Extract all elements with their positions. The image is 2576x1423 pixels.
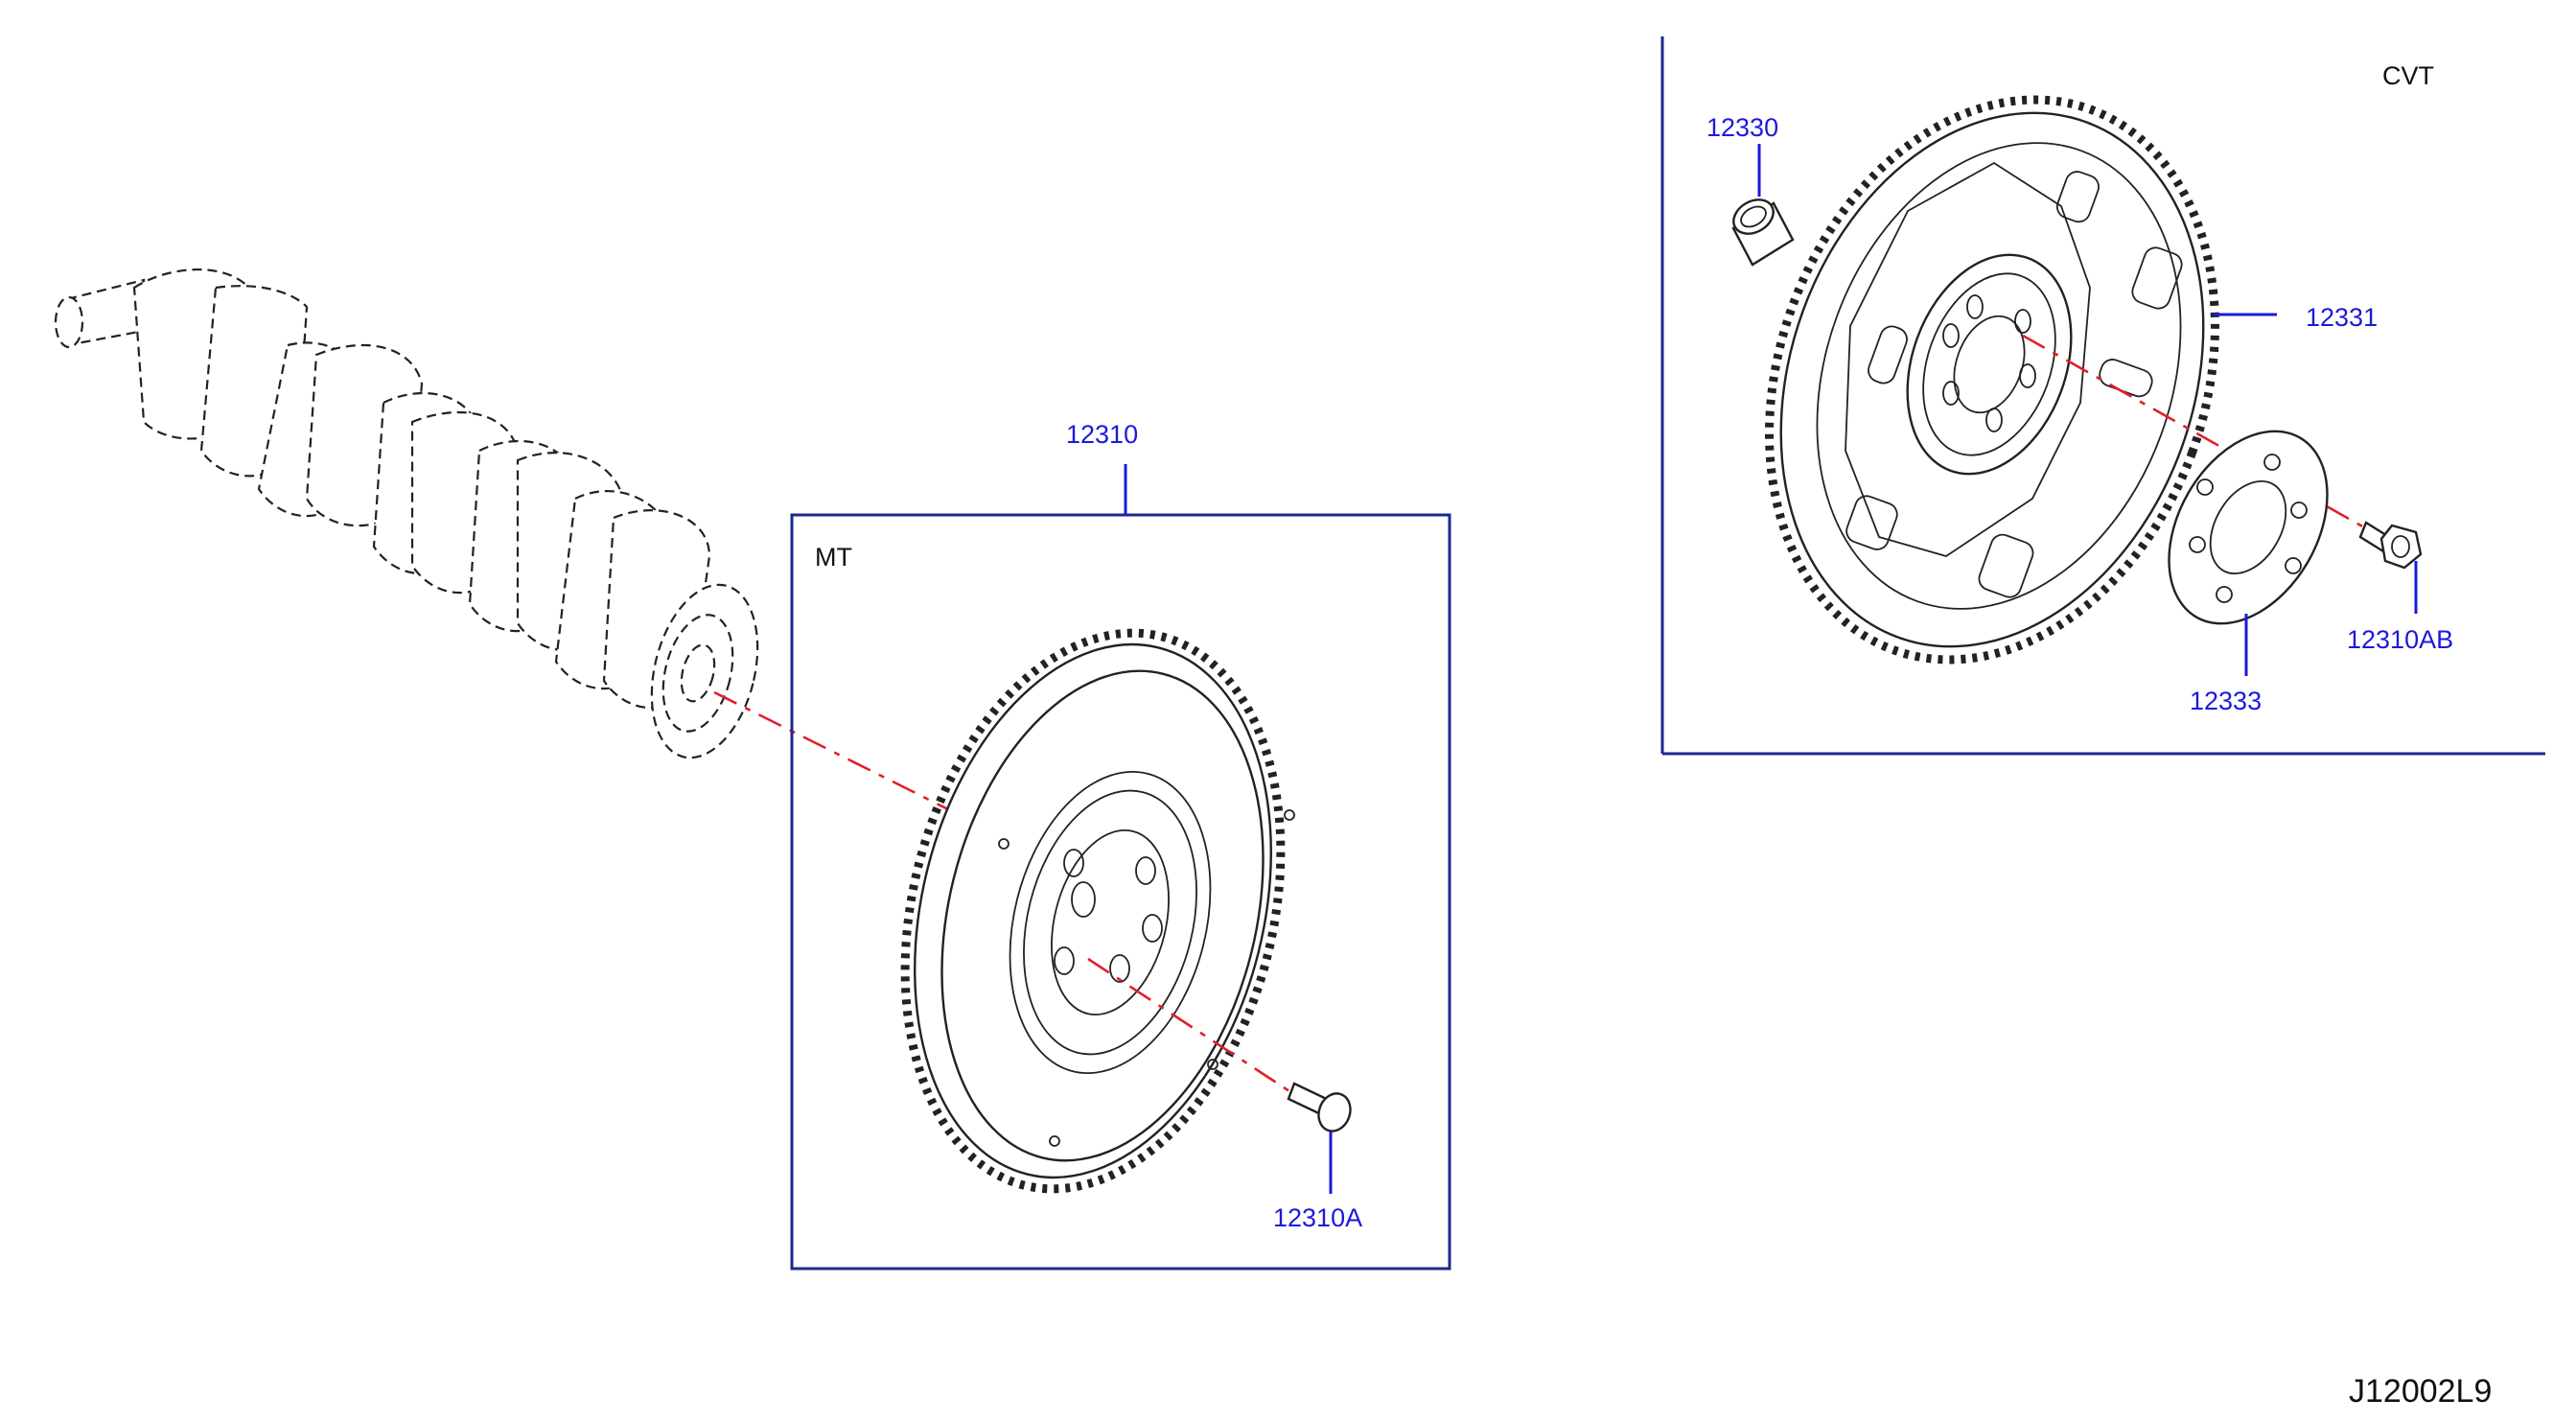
centerline-flywheel-to-bolt bbox=[1087, 957, 1290, 1093]
flywheel-illustration bbox=[900, 628, 1295, 1194]
mt-section-label: MT bbox=[815, 543, 852, 572]
callout-12310AB[interactable]: 12310AB bbox=[2347, 625, 2453, 654]
diagram-code: J12002L9 bbox=[2349, 1373, 2492, 1410]
crankshaft-illustration bbox=[54, 268, 759, 759]
callout-12331[interactable]: 12331 bbox=[2306, 303, 2378, 332]
mt-section-frame bbox=[790, 513, 1451, 1271]
callout-12330[interactable]: 12330 bbox=[1706, 113, 1778, 142]
reinforcement-plate-illustration bbox=[2168, 430, 2329, 625]
callout-12310A[interactable]: 12310A bbox=[1273, 1203, 1362, 1232]
cvt-section-label: CVT bbox=[2382, 61, 2434, 90]
callout-12333[interactable]: 12333 bbox=[2190, 687, 2262, 715]
mt-section: MT bbox=[790, 464, 1451, 1271]
cvt-section: CVT bbox=[1660, 36, 2545, 756]
drive-plate-bolt-illustration bbox=[2358, 521, 2423, 570]
drive-plate-illustration bbox=[1765, 95, 2219, 665]
flywheel-bolt-illustration bbox=[1287, 1082, 1352, 1132]
callout-12310[interactable]: 12310 bbox=[1066, 420, 1138, 449]
pilot-bushing-illustration bbox=[1731, 198, 1795, 267]
centerline-crank-to-flywheel bbox=[713, 690, 964, 819]
